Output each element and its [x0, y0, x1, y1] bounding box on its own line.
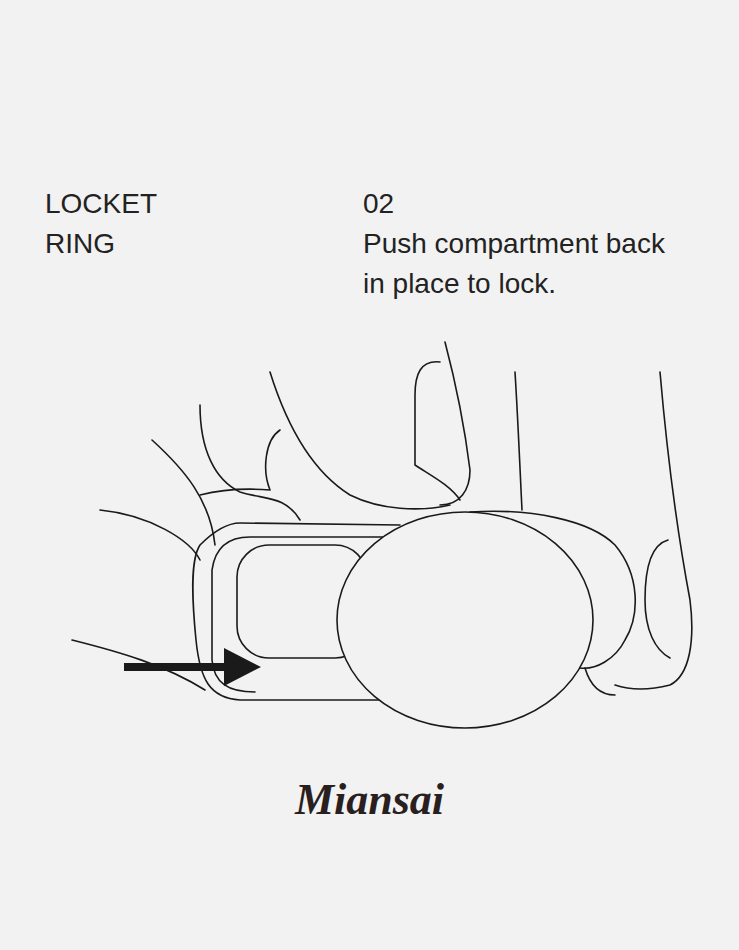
finger-outline [515, 372, 522, 510]
finger-outline [270, 372, 450, 509]
instruction-text: Push compartment back in place to lock. [363, 224, 675, 304]
push-arrow [124, 648, 261, 686]
brand-logo: Miansai [0, 770, 739, 830]
finger-outline [440, 342, 470, 505]
finger-outline [615, 372, 692, 689]
ring-band [585, 668, 615, 695]
locket-face [337, 512, 593, 728]
title: LOCKET RING [45, 184, 195, 264]
finger-outline [200, 430, 280, 495]
finger-outline [645, 540, 670, 658]
finger-outline [100, 510, 200, 560]
finger-outline [200, 405, 300, 520]
step-number: 02 [363, 184, 483, 224]
finger-outline [415, 362, 460, 500]
finger-outline [152, 440, 215, 545]
